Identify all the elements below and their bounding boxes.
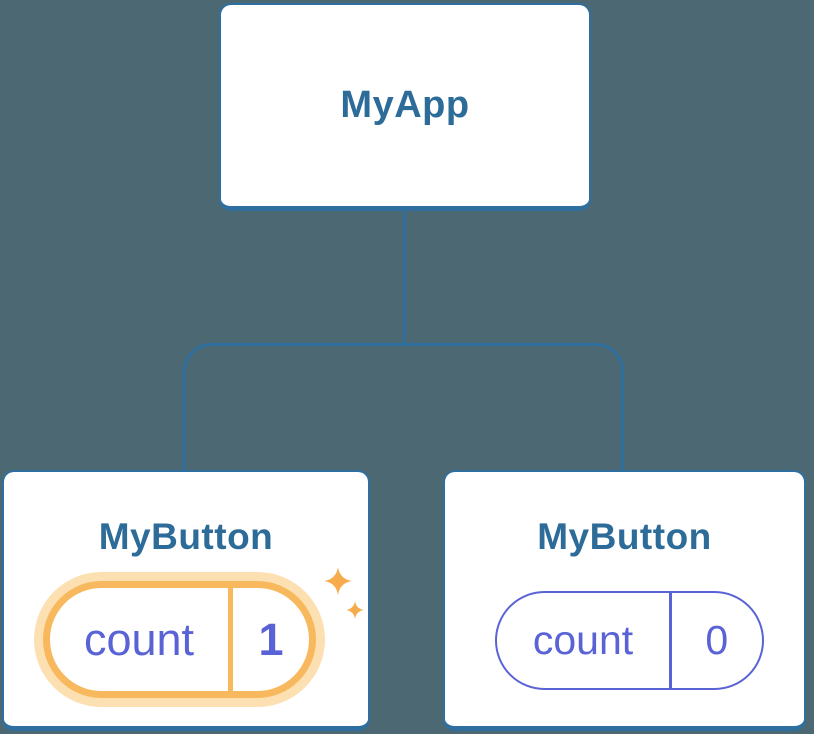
state-pill-glow: count 1 xyxy=(34,572,325,707)
node-label-mybutton-left: MyButton xyxy=(98,516,274,557)
connector-branch-bracket xyxy=(183,343,624,473)
node-mybutton-right: MyButton count 0 xyxy=(443,470,806,731)
state-key: count xyxy=(83,613,195,665)
node-label-mybutton-right: MyButton xyxy=(537,516,712,557)
node-myapp: MyApp xyxy=(219,3,591,211)
node-label-myapp: MyApp xyxy=(340,84,470,126)
node-mybutton-left: MyButton count 1 xyxy=(2,470,370,731)
state-value: 0 xyxy=(705,617,729,663)
sparkle-icon-small xyxy=(346,601,364,619)
connector-root-line xyxy=(403,208,406,345)
state-pill-highlighted: count 1 xyxy=(43,581,316,698)
state-pill-divider xyxy=(669,593,672,688)
state-key: count xyxy=(532,617,634,663)
sparkle-icon-large xyxy=(324,567,352,595)
state-value: 1 xyxy=(258,613,284,665)
state-pill-divider xyxy=(228,588,233,691)
state-pill: count 0 xyxy=(495,591,764,690)
